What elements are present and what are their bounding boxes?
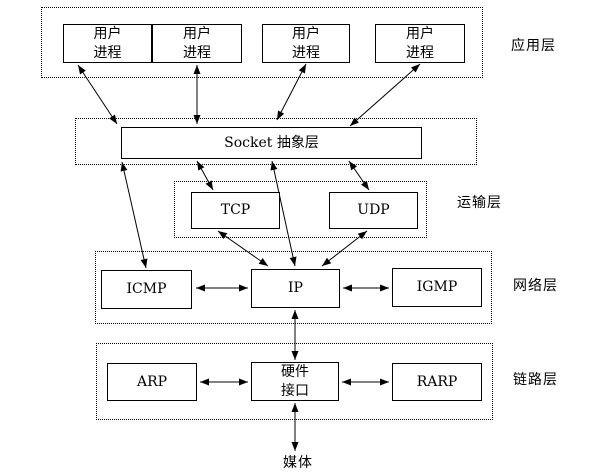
application-layer-region (41, 7, 483, 78)
udp-box: UDP (329, 192, 418, 229)
arrow-socket-udp (348, 160, 370, 191)
hardware-interface-box: 硬件 接口 (251, 362, 339, 401)
arrow-udp-ip (321, 230, 368, 267)
rarp-box: RARP (392, 363, 482, 401)
application-layer-label: 应用层 (511, 38, 556, 54)
transport-layer-label: 运输层 (457, 195, 502, 211)
arrow-tcp-ip (217, 230, 269, 267)
user-process-box-1: 用户 进程 (63, 24, 152, 63)
arrow-user3-socket (276, 63, 307, 121)
transport-layer-region (174, 181, 427, 238)
ip-box: IP (251, 269, 340, 308)
user-process-box-4: 用户 进程 (375, 24, 465, 63)
media-label: 媒体 (283, 455, 313, 471)
tcp-box: TCP (191, 192, 280, 229)
arrow-socket-ip (270, 160, 297, 267)
arrow-socket-icmp (120, 161, 148, 269)
arrow-user4-socket (349, 63, 421, 127)
arrow-socket-tcp (196, 160, 214, 191)
user-process-box-2: 用户 进程 (152, 24, 242, 63)
socket-abstraction-box: Socket 抽象层 (121, 127, 422, 159)
arrow-user1-socket (77, 64, 118, 125)
arp-box: ARP (107, 363, 197, 401)
igmp-box: IGMP (392, 268, 482, 307)
link-layer-label: 链路层 (513, 372, 558, 388)
user-process-box-3: 用户 进程 (262, 24, 350, 63)
icmp-box: ICMP (101, 270, 192, 309)
network-layer-label: 网络层 (513, 278, 558, 294)
